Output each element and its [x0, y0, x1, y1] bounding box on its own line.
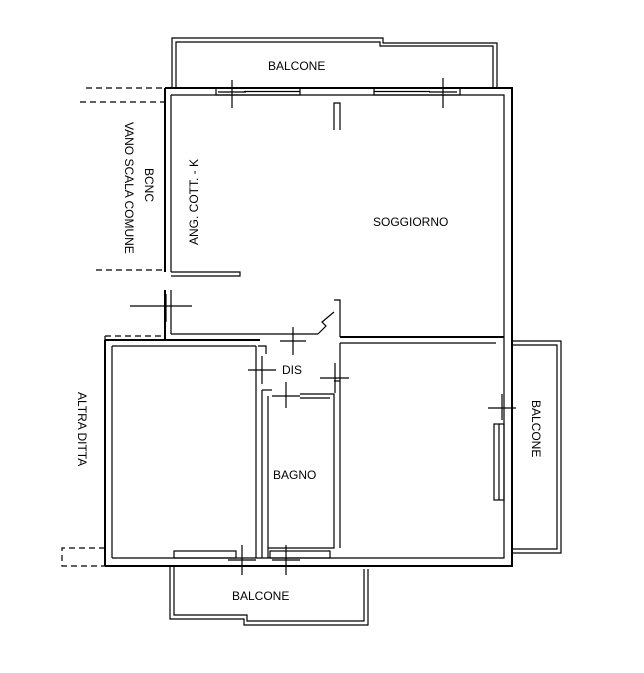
cross-markers [130, 78, 516, 575]
label-soggiorno: SOGGIORNO [373, 215, 448, 229]
outer-walls [105, 87, 513, 567]
interior-walls [104, 102, 504, 566]
balcony-bottom [169, 565, 369, 626]
label-dis: DIS [282, 363, 302, 377]
balcony-top [171, 37, 498, 88]
label-vano-scala: VANO SCALA COMUNE [122, 122, 136, 254]
room-labels: BALCONE SOGGIORNO ANG. COTT. - K VANO SC… [75, 59, 543, 603]
label-bcnc: BCNC [142, 168, 156, 202]
label-bagno: BAGNO [273, 468, 316, 482]
windows [173, 87, 505, 559]
label-balcone-bottom: BALCONE [232, 589, 289, 603]
label-altra-ditta: ALTRA DITTA [75, 392, 89, 466]
balcony-right [512, 340, 562, 554]
label-balcone-top: BALCONE [268, 59, 325, 73]
label-balcone-right: BALCONE [529, 400, 543, 457]
label-ang-cott: ANG. COTT. - K [187, 159, 201, 245]
dashed-boundaries [61, 87, 513, 567]
